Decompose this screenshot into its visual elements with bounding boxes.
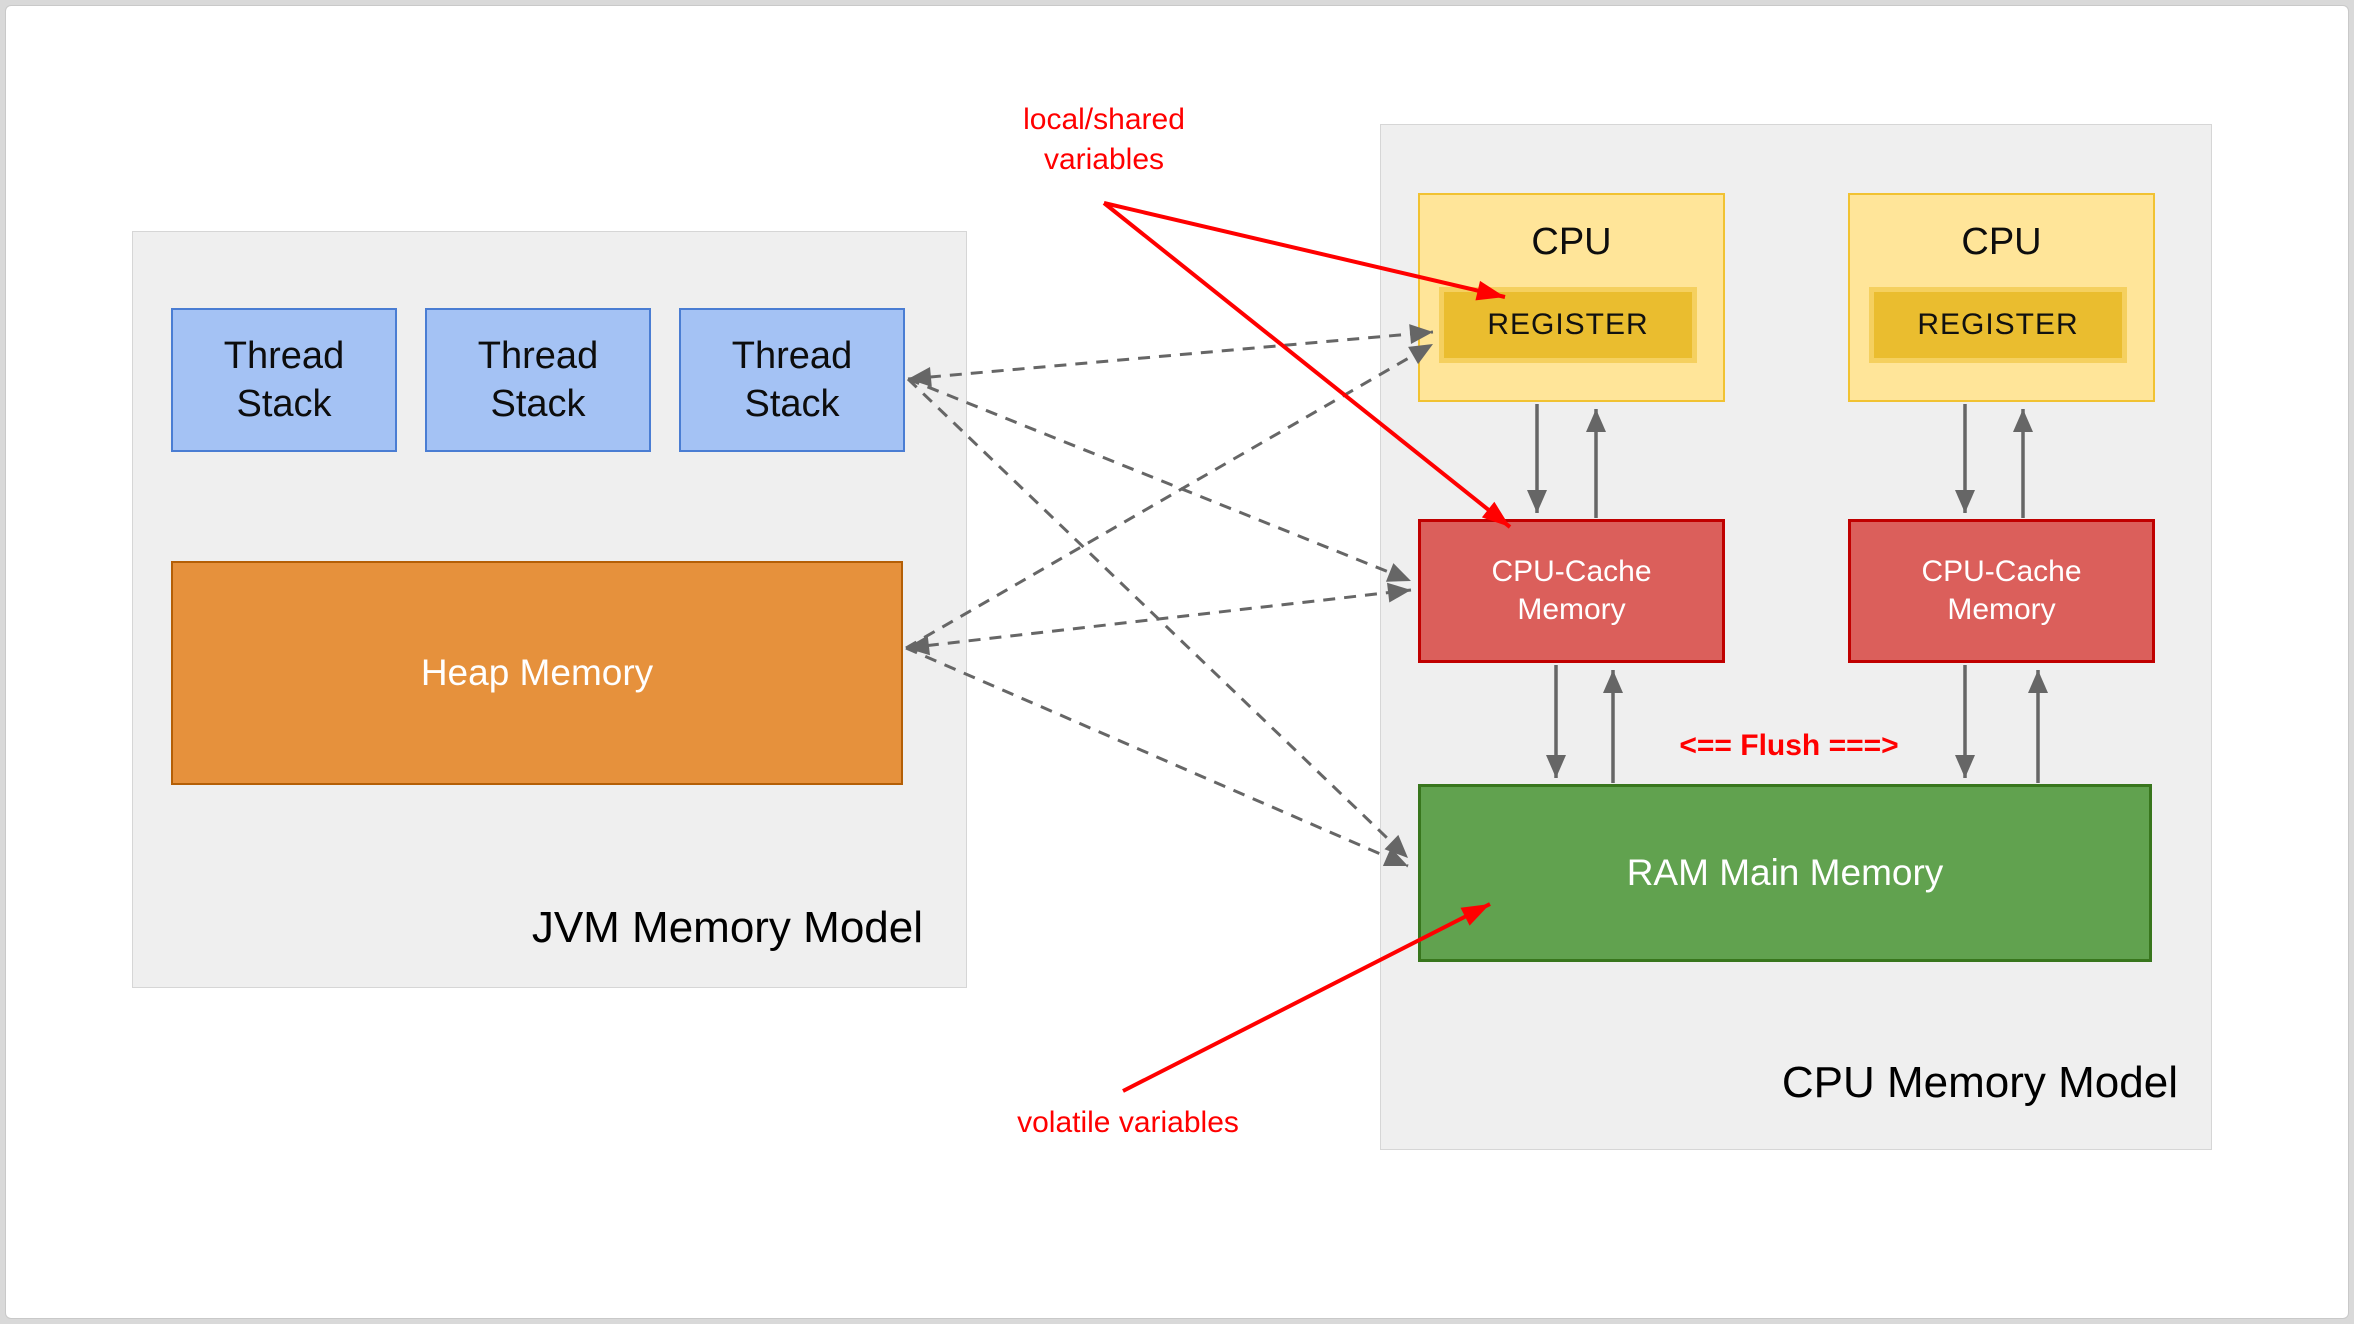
volatile-variables-label: volatile variables: [1017, 1106, 1239, 1139]
thread-stack-box-2: Thread Stack: [425, 308, 651, 452]
ram-main-memory-box: RAM Main Memory: [1418, 784, 2152, 962]
thread-stack-box-3: Thread Stack: [679, 308, 905, 452]
register-box-2: REGISTER: [1869, 287, 2127, 363]
cpu-cache-memory-box-1: CPU-Cache Memory: [1418, 519, 1725, 663]
cpu-box-1: CPU REGISTER: [1418, 193, 1725, 402]
register-box-1: REGISTER: [1439, 287, 1697, 363]
flush-label: <== Flush ===>: [1679, 729, 1899, 762]
cpu-label: CPU: [1961, 221, 2042, 263]
cpu-box-2: CPU REGISTER: [1848, 193, 2155, 402]
cpu-panel-title: CPU Memory Model: [1781, 1058, 2178, 1107]
jvm-panel-title: JVM Memory Model: [531, 903, 923, 952]
thread-stack-box-1: Thread Stack: [171, 308, 397, 452]
cpu-cache-memory-box-2: CPU-Cache Memory: [1848, 519, 2155, 663]
heap-memory-box: Heap Memory: [171, 561, 903, 785]
cpu-label: CPU: [1531, 221, 1612, 263]
local-shared-variables-label: local/shared variables: [1023, 103, 1185, 176]
